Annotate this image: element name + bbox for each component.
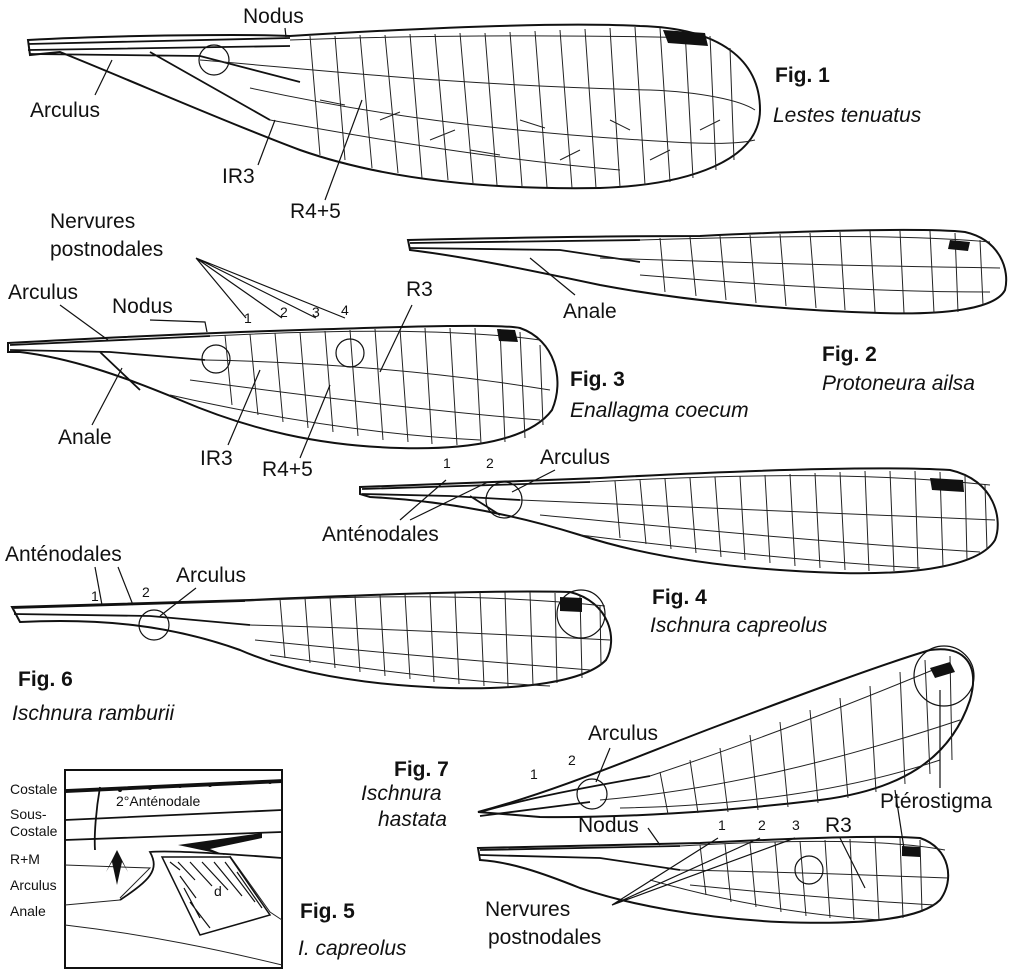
fig3-anale-label: Anale (58, 426, 112, 449)
fig5-costale-label: Costale (10, 781, 58, 797)
fig3-num-2: 2 (280, 304, 288, 320)
fig7-arculus-label: Arculus (588, 722, 658, 745)
fig7-num-3: 3 (792, 817, 800, 833)
fig3-postnodales-line1: Nervures (50, 210, 135, 233)
fig1-r45-label: R4+5 (290, 200, 341, 223)
fig7-title: Fig. 7 (394, 758, 449, 781)
fig4-antenodales-label: Anténodales (322, 523, 439, 546)
fig1-ir3-label: IR3 (222, 165, 255, 188)
fig6-title: Fig. 6 (18, 668, 73, 691)
fig3-arculus-label: Arculus (8, 281, 78, 304)
fig4-title: Fig. 4 (652, 586, 707, 609)
fig3-num-3: 3 (312, 304, 320, 320)
fig5-sous-label-2: Costale (10, 823, 58, 839)
fig5-rm-label: R+M (10, 851, 40, 867)
fig2-title: Fig. 2 (822, 343, 877, 366)
fig7-species-line2: hastata (378, 808, 447, 831)
fig4-num-1: 1 (443, 455, 451, 471)
fig6-num-1: 1 (91, 588, 99, 604)
fig4-num-2: 2 (486, 455, 494, 471)
fig3-r3-label: R3 (406, 278, 433, 301)
fig2-wing (408, 230, 1006, 313)
fig3-r45-label: R4+5 (262, 458, 313, 481)
fig1-annotations: Nodus Arculus IR3 R4+5 Fig. 1 Lestes ten… (30, 5, 922, 223)
fig7-annotations: 1 2 Arculus Ptérostigma Nodus 1 2 3 R3 N… (361, 690, 992, 949)
fig3-num-1: 1 (244, 310, 252, 326)
fig7-num-2: 2 (758, 817, 766, 833)
fig4-species: Ischnura capreolus (650, 614, 828, 637)
fig6-arculus-label: Arculus (176, 564, 246, 587)
fig7-postnodales-line2: postnodales (488, 926, 601, 949)
fig2-species: Protoneura ailsa (822, 372, 975, 395)
fig1-title: Fig. 1 (775, 64, 830, 87)
fig3-species: Enallagma coecum (570, 399, 749, 422)
fig7-upper-num-1: 1 (530, 766, 538, 782)
fig5-anale-label: Anale (10, 903, 46, 919)
fig7-nodus-label: Nodus (578, 814, 639, 837)
fig7-num-1: 1 (718, 817, 726, 833)
fig1-arculus-label: Arculus (30, 99, 100, 122)
fig1-species: Lestes tenuatus (773, 104, 922, 127)
fig7-postnodales-line1: Nervures (485, 898, 570, 921)
fig4-arculus-label: Arculus (540, 446, 610, 469)
fig3-postnodales-line2: postnodales (50, 238, 163, 261)
fig7-upper-num-2: 2 (568, 752, 576, 768)
fig6-num-2: 2 (142, 584, 150, 600)
fig5-species: I. capreolus (298, 937, 407, 960)
fig4-wing (360, 468, 998, 573)
fig5-sous-label-1: Sous- (10, 806, 47, 822)
fig3-ir3-label: IR3 (200, 447, 233, 470)
fig1-nodus-label: Nodus (243, 5, 304, 28)
fig7-r3-label: R3 (825, 814, 852, 837)
fig3-annotations: Nervures postnodales 1 2 3 4 Arculus Nod… (8, 210, 749, 481)
fig6-species: Ischnura ramburii (12, 702, 176, 725)
fig5-title: Fig. 5 (300, 900, 355, 923)
fig3-nodus-label: Nodus (112, 295, 173, 318)
fig7-species-line1: Ischnura (361, 782, 442, 805)
fig6-antenodales-label: Anténodales (5, 543, 122, 566)
fig1-wing (28, 25, 760, 188)
fig5-antenodale-label: 2°Anténodale (116, 793, 200, 809)
fig5-arculus-label: Arculus (10, 877, 57, 893)
fig2-anale-label: Anale (563, 300, 617, 323)
fig5-d-label: d (214, 883, 222, 899)
fig3-title: Fig. 3 (570, 368, 625, 391)
fig6-annotations: Anténodales 1 2 Arculus Fig. 6 Ischnura … (5, 543, 246, 725)
fig3-num-4: 4 (341, 302, 349, 318)
